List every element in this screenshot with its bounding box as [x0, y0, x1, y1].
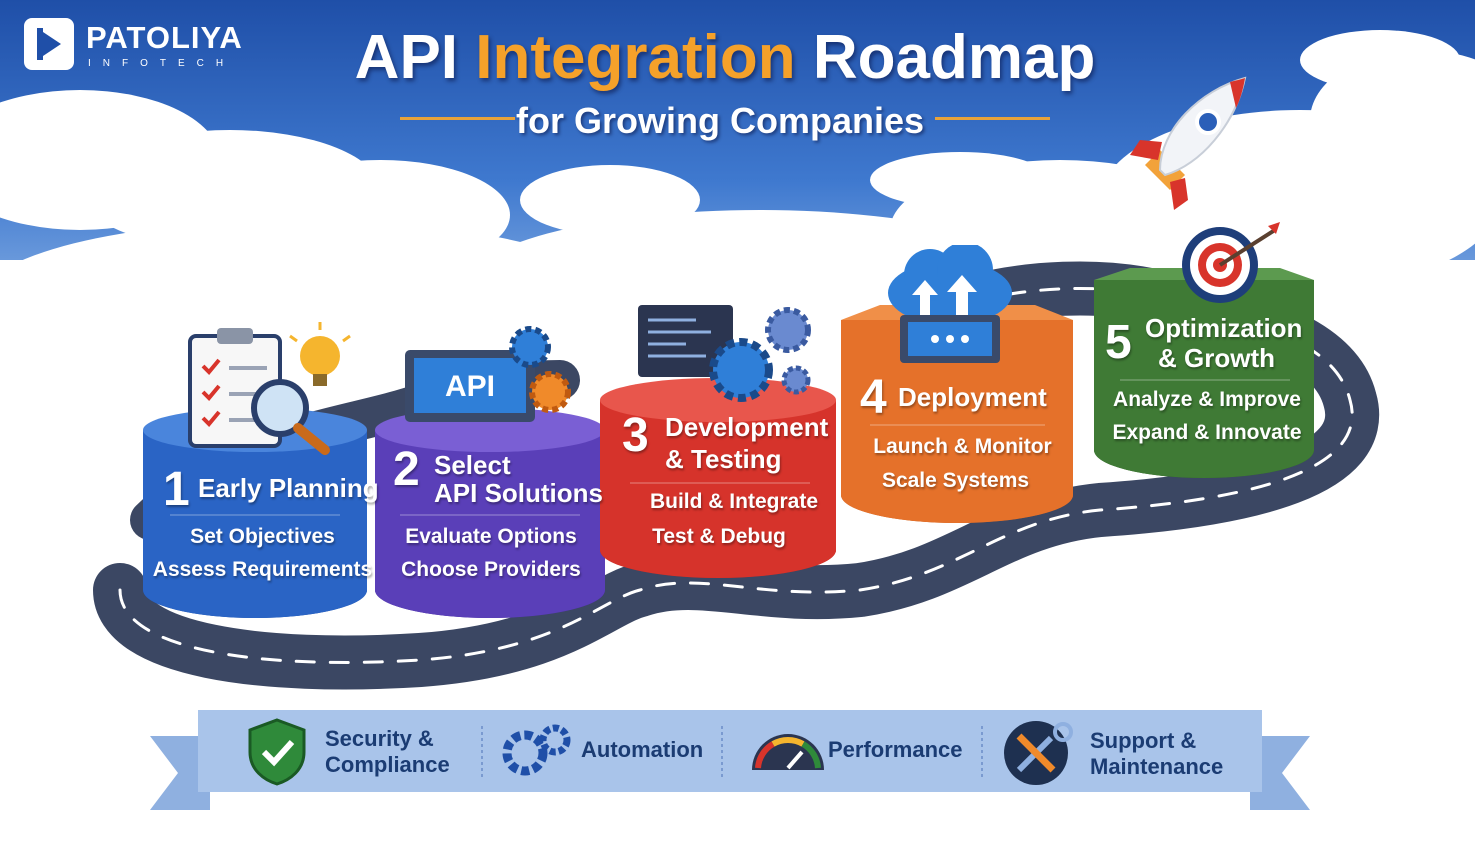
- stage-2-item-1: Evaluate Options: [405, 525, 577, 548]
- brand-logo[interactable]: PATOLIYA INFOTECH: [24, 18, 284, 78]
- speedometer-icon: [752, 734, 824, 770]
- brand-tagline: INFOTECH: [88, 58, 236, 69]
- stage-4-block: [841, 305, 1073, 523]
- banner-label-automation: Automation: [581, 737, 704, 762]
- stage-5-heading: 5: [1105, 315, 1132, 370]
- stage-2-title-line-1: Select: [434, 450, 511, 480]
- stage-2-block: [375, 408, 605, 618]
- subtitle-rule-left: [400, 117, 515, 120]
- bottom-banner: [150, 710, 1310, 810]
- stage-4-heading: 4: [860, 370, 887, 425]
- stage-5-item-1: Analyze & Improve: [1113, 388, 1301, 411]
- stage-3-title-line-2: & Testing: [665, 444, 782, 474]
- banner-label-security: Security & Compliance: [325, 726, 450, 778]
- stage-1-item-2: Assess Requirements: [152, 558, 373, 581]
- stage-5-block: [1094, 268, 1314, 478]
- stage-3-heading: 3: [622, 408, 649, 463]
- page-subtitle: for Growing Companies: [515, 100, 925, 141]
- tools-icon: [1004, 721, 1073, 785]
- api-label: API: [445, 370, 495, 403]
- stage-2-number: 2: [393, 443, 420, 496]
- api-monitor-icon: API: [405, 326, 571, 422]
- title-accent: Integration: [475, 23, 796, 92]
- stage-2-heading: 2: [393, 442, 420, 497]
- stage-1-item-1: Set Objectives: [190, 525, 335, 548]
- stage-4-title: Deployment: [898, 382, 1047, 412]
- banner-security-line-2: Compliance: [325, 752, 450, 777]
- stage-1-title: Early Planning: [198, 473, 379, 503]
- stage-5-number: 5: [1105, 316, 1132, 369]
- banner-label-support: Support & Maintenance: [1090, 728, 1223, 780]
- stage-1-number: 1: [163, 463, 190, 516]
- stage-3-title-line-1: Development: [665, 412, 829, 442]
- shield-check-icon: [248, 718, 306, 786]
- banner-label-performance: Performance: [828, 737, 963, 762]
- stage-2-item-2: Choose Providers: [401, 558, 581, 581]
- logo-mark-icon: [24, 18, 74, 70]
- title-part2: Roadmap: [812, 23, 1096, 92]
- stage-3-item-1: Build & Integrate: [649, 490, 818, 513]
- stage-3-number: 3: [622, 409, 649, 462]
- gears-icon: [502, 724, 571, 776]
- stage-2-title-line-2: API Solutions: [434, 478, 603, 508]
- banner-support-line-2: Maintenance: [1090, 754, 1224, 779]
- cloud-upload-icon: [888, 245, 1012, 363]
- stage-4-number: 4: [860, 371, 887, 424]
- stage-5-title-line-1: Optimization: [1145, 313, 1303, 343]
- banner-support-line-1: Support &: [1090, 728, 1197, 753]
- stage-5-title-line-2: & Growth: [1158, 343, 1275, 373]
- banner-security-line-1: Security &: [325, 726, 434, 751]
- rocket-icon: [1103, 76, 1247, 227]
- target-icon: [1182, 222, 1280, 303]
- stage-4-item-1: Launch & Monitor: [873, 435, 1052, 458]
- title-part1: API: [354, 23, 459, 92]
- stage-3-block: [600, 378, 836, 578]
- stage-3-item-2: Test & Debug: [652, 525, 786, 548]
- stage-1-heading: 1: [163, 462, 190, 517]
- stage-5-item-2: Expand & Innovate: [1112, 421, 1302, 444]
- page-title: API Integration Roadmap: [300, 22, 1150, 93]
- brand-name: PATOLIYA: [86, 20, 243, 55]
- subtitle-rule-right: [935, 117, 1050, 120]
- clipboard-magnifier-icon: [188, 322, 351, 455]
- code-gear-icon: [638, 305, 811, 402]
- stage-4-item-2: Scale Systems: [881, 469, 1030, 492]
